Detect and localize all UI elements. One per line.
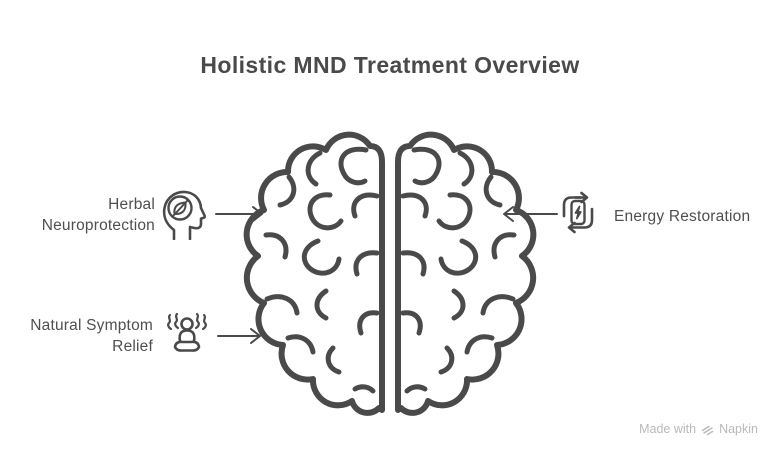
- label-line: Natural Symptom: [30, 317, 153, 334]
- label-line: Neuroprotection: [41, 217, 155, 234]
- node-label-herbal-neuroprotection: Herbal Neuroprotection: [0, 194, 155, 236]
- arrow-natural-symptom-relief: [217, 328, 261, 344]
- meditation-icon: [167, 312, 207, 352]
- label-line: Herbal: [108, 196, 155, 213]
- brain-right-hemisphere: [398, 135, 533, 413]
- head-leaf-icon: [162, 190, 207, 240]
- watermark-text: Made with: [639, 422, 697, 436]
- brain-left-hemisphere: [247, 135, 382, 413]
- node-label-natural-symptom-relief: Natural Symptom Relief: [0, 315, 153, 357]
- arrow-energy-restoration: [503, 206, 558, 222]
- label-line: Relief: [112, 338, 153, 355]
- battery-recycle-icon: [562, 191, 594, 234]
- napkin-watermark[interactable]: Made with Napkin: [639, 422, 758, 436]
- arrow-herbal-neuroprotection: [215, 206, 263, 222]
- watermark-brand: Napkin: [719, 422, 758, 436]
- napkin-logo-icon: [701, 425, 714, 435]
- node-label-energy-restoration: Energy Restoration: [614, 206, 750, 227]
- label-line: Energy Restoration: [614, 208, 751, 225]
- page-title: Holistic MND Treatment Overview: [200, 52, 580, 78]
